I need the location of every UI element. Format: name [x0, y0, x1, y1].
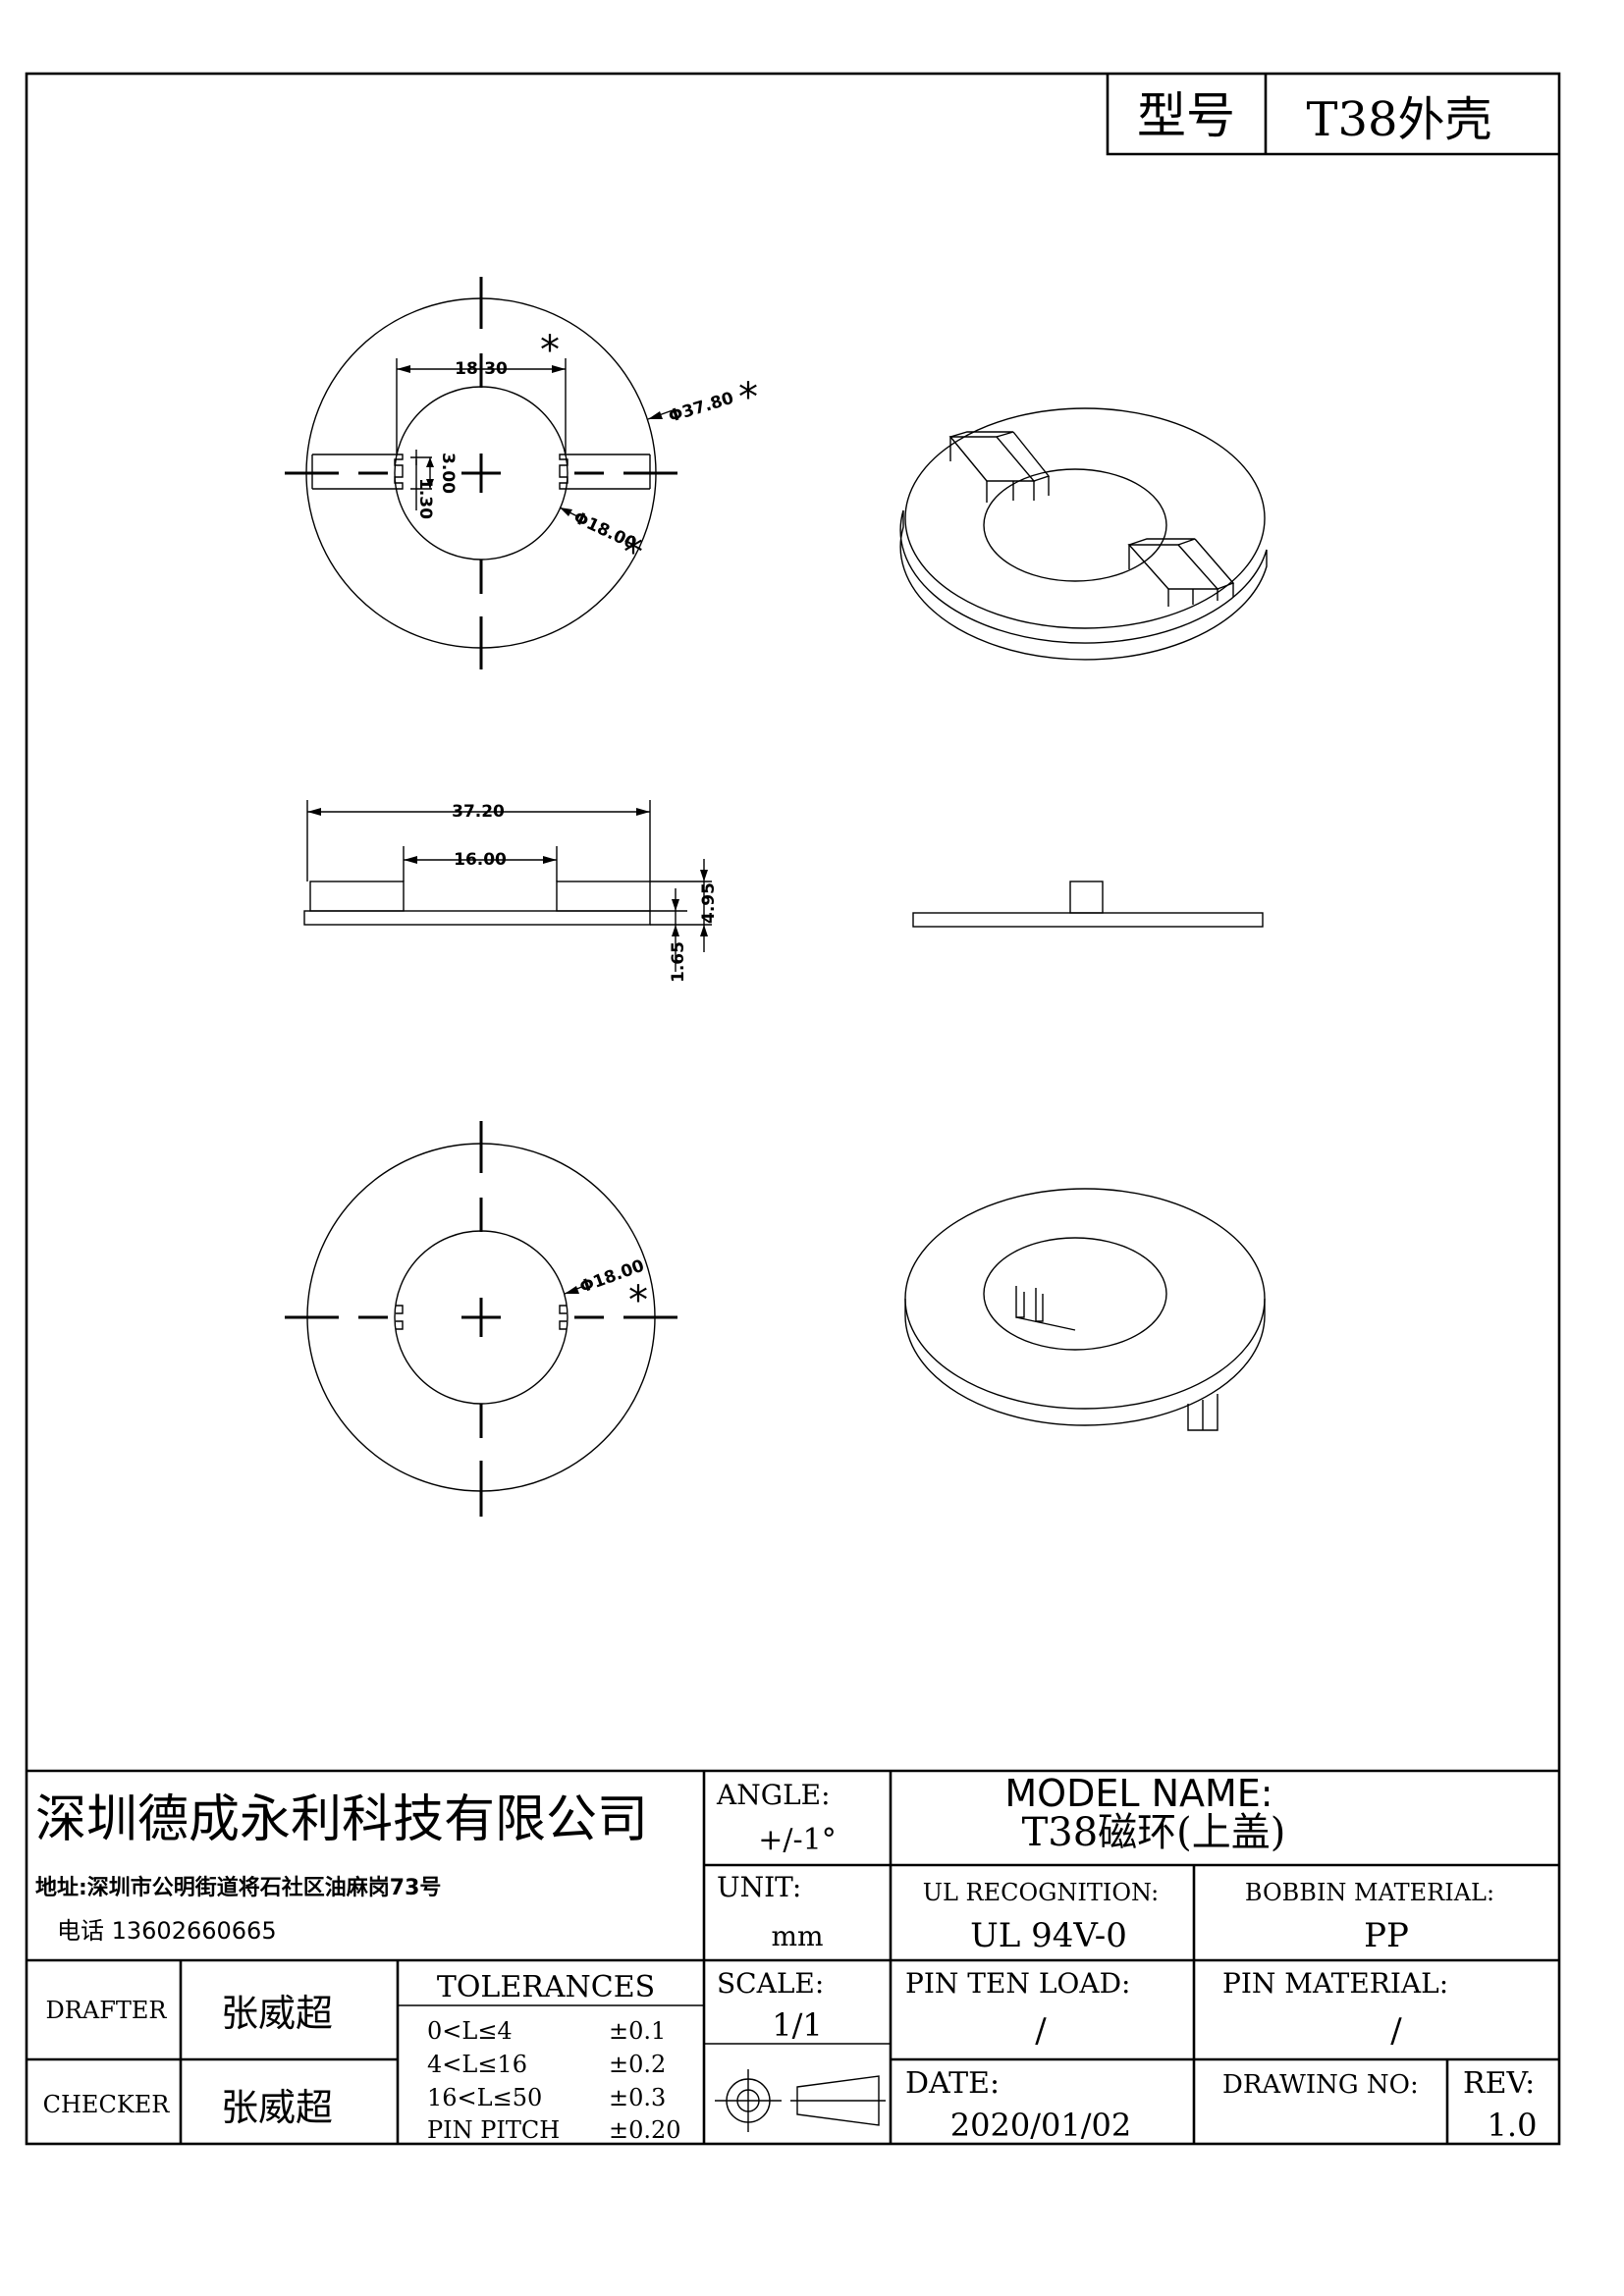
- pin-ten-label: PIN TEN LOAD:: [905, 1967, 1130, 2000]
- center-lines-bottom: [285, 1121, 677, 1517]
- critical-mark: *: [738, 375, 758, 420]
- scale-label: SCALE:: [717, 1967, 824, 2000]
- tol-range: PIN PITCH: [427, 2116, 560, 2144]
- date-value: 2020/01/02: [950, 2107, 1131, 2144]
- dim-outer-diameter: Φ37.80 *: [647, 375, 758, 427]
- company-phone: 电话 13602660665: [57, 1917, 277, 1945]
- company-name: 深圳德成永利科技有限公司: [35, 1790, 648, 1849]
- projection-symbol: [715, 2069, 886, 2132]
- base-plate: [303, 910, 651, 926]
- tolerances-label: TOLERANCES: [437, 1970, 655, 2004]
- dim-label: 18.30: [455, 359, 508, 379]
- bobbin-label: BOBBIN MATERIAL:: [1245, 1879, 1494, 1906]
- side-tab-left: [309, 881, 405, 912]
- svg-text:16.00: 16.00: [454, 850, 507, 870]
- iso-tab-left: [948, 431, 1051, 503]
- critical-mark: *: [628, 1278, 648, 1323]
- center-lines: [285, 277, 677, 669]
- tol-range: 16<L≤50: [427, 2084, 542, 2111]
- dim-heights: 4.95 1.65: [650, 859, 719, 983]
- drafter-name: 张威超: [221, 1992, 333, 2035]
- side-tab-right: [556, 881, 651, 912]
- pin-material-label: PIN MATERIAL:: [1222, 1967, 1448, 2000]
- ul-value: UL 94V-0: [970, 1916, 1127, 1955]
- angle-label: ANGLE:: [716, 1779, 831, 1811]
- dim-label: 1.30: [415, 478, 435, 519]
- ul-label: UL RECOGNITION:: [923, 1879, 1159, 1906]
- dim-bottom-inner-diameter: Φ18.00 *: [564, 1256, 648, 1323]
- bobbin-value: PP: [1364, 1916, 1409, 1955]
- angle-value: +/-1°: [758, 1823, 836, 1857]
- side-profile: [912, 881, 1264, 928]
- dim-inner-gap: 16.00: [403, 846, 558, 881]
- svg-text:4.95: 4.95: [699, 882, 719, 924]
- model-value: T38外壳: [1306, 92, 1491, 147]
- date-label: DATE:: [905, 2066, 1000, 2101]
- dim-overall-length: 37.20: [306, 800, 651, 881]
- checker-label: CHECKER: [43, 2091, 171, 2118]
- top-view: 18.30 * Φ37.80 * Φ18.00 * 3.00 1.30: [285, 277, 758, 669]
- company-address: 地址:深圳市公明街道将石社区油麻岗73号: [35, 1875, 441, 1900]
- isometric-bottom-view: [904, 1188, 1266, 1431]
- dim-label: Φ37.80: [667, 389, 736, 427]
- svg-text:1.65: 1.65: [669, 941, 688, 983]
- tol-range: 0<L≤4: [427, 2017, 513, 2045]
- model-label: 型号: [1137, 87, 1235, 144]
- pin-ten-value: /: [1035, 2011, 1047, 2051]
- model-name-label: MODEL NAME:: [1004, 1772, 1272, 1815]
- tol-range: 4<L≤16: [427, 2051, 527, 2078]
- tol-value: ±0.20: [609, 2116, 681, 2144]
- dim-label: 3.00: [438, 453, 458, 494]
- svg-text:37.20: 37.20: [452, 802, 505, 822]
- bottom-view: Φ18.00 *: [285, 1121, 677, 1517]
- model-box: 型号 T38外壳: [1106, 74, 1559, 156]
- iso-tab-right: [1127, 538, 1235, 607]
- title-block: 深圳德成永利科技有限公司 地址:深圳市公明街道将石社区油麻岗73号 电话 136…: [27, 1769, 1559, 2144]
- tol-value: ±0.2: [609, 2051, 666, 2078]
- drawing-border: [25, 72, 1561, 2146]
- rev-value: 1.0: [1488, 2107, 1538, 2144]
- rev-label: REV:: [1463, 2066, 1535, 2101]
- side-view: 37.20 16.00 4.95 1.65: [303, 800, 719, 983]
- drafter-label: DRAFTER: [46, 1997, 168, 2024]
- tol-value: ±0.1: [609, 2017, 666, 2045]
- critical-mark: *: [540, 328, 560, 373]
- checker-name: 张威超: [221, 2086, 333, 2129]
- dim-slot: 3.00 1.30: [410, 450, 458, 519]
- drawing-no-label: DRAWING NO:: [1222, 2070, 1419, 2100]
- isometric-top-view: [899, 407, 1268, 661]
- unit-label: UNIT:: [717, 1871, 801, 1903]
- scale-value: 1/1: [772, 2006, 823, 2044]
- model-name-value: T38磁环(上盖): [1022, 1810, 1286, 1855]
- dim-inner-diameter: Φ18.00 *: [559, 507, 643, 575]
- unit-value: mm: [771, 1920, 823, 1952]
- critical-mark: *: [623, 530, 643, 575]
- dim-inner-width: 18.30 *: [396, 328, 567, 454]
- tol-value: ±0.3: [609, 2084, 666, 2111]
- pin-material-value: /: [1390, 2011, 1402, 2051]
